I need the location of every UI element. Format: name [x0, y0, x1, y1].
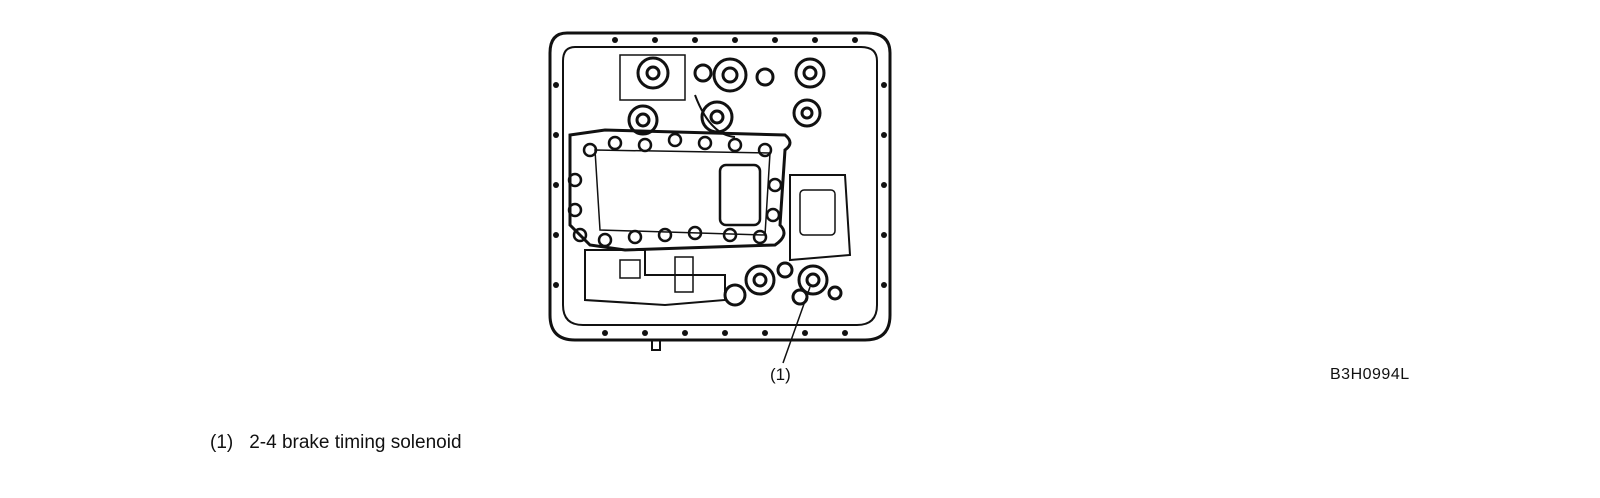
callout-marker-1: (1)	[770, 365, 791, 384]
valve-body-drawing	[548, 31, 892, 364]
legend-item: (1) 2-4 brake timing solenoid	[210, 432, 462, 454]
legend-item-text: 2-4 brake timing solenoid	[249, 432, 462, 453]
legend-item-marker: (1)	[210, 432, 234, 453]
figure-code: B3H0994L	[1330, 366, 1410, 383]
valve-body-illustration	[545, 25, 900, 365]
